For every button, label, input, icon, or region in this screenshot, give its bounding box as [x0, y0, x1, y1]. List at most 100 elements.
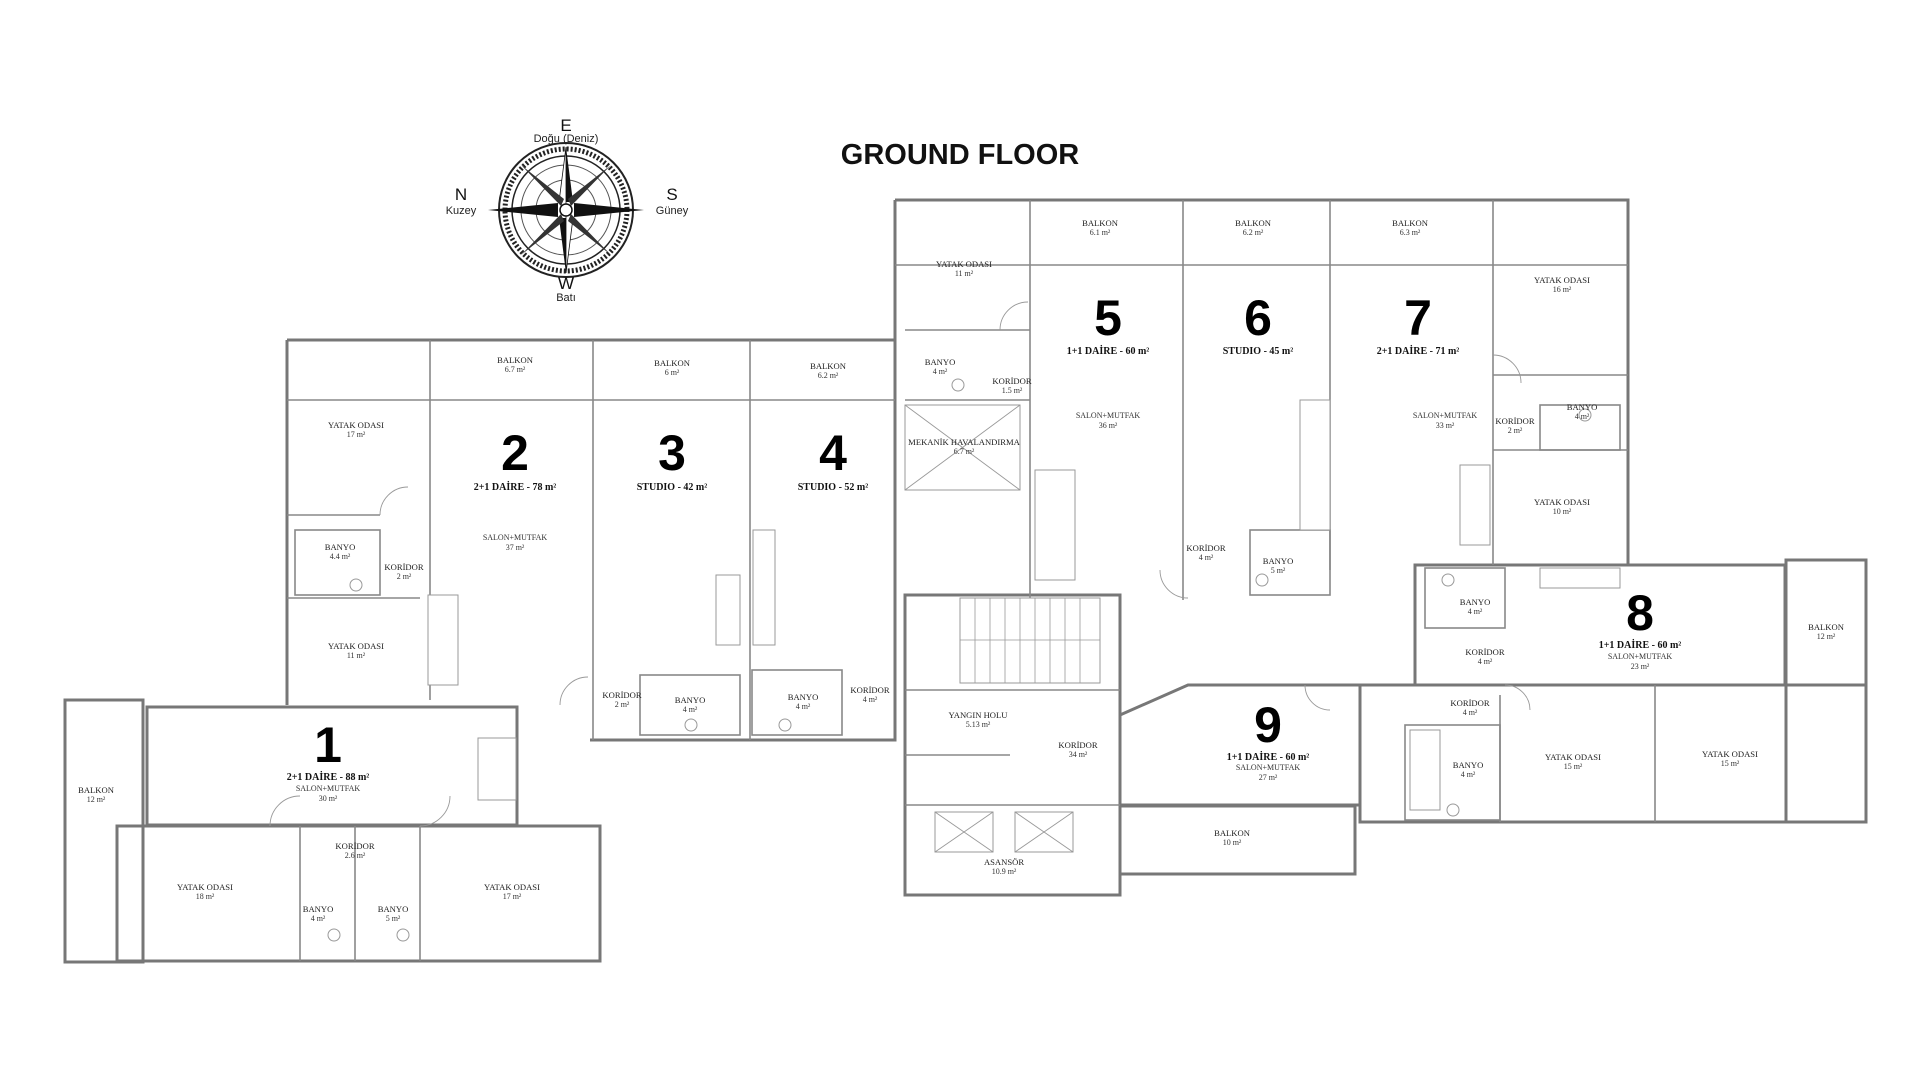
compass-south-letter: S	[666, 185, 677, 204]
room-area: 36 m²	[1099, 421, 1118, 430]
room-name: ASANSÖR	[984, 857, 1024, 867]
unit-label: 2+1 DAİRE - 71 m²	[1377, 345, 1460, 357]
room-name: BANYO	[1567, 402, 1598, 412]
room-area: 2 m²	[1508, 426, 1523, 435]
room-name: KORİDOR	[335, 841, 374, 851]
room-area: 11 m²	[955, 269, 974, 278]
room-area: 5 m²	[1271, 566, 1286, 575]
room-name: KORİDOR	[602, 690, 641, 700]
unit-1: 1 2+1 DAİRE - 88 m² SALON+MUTFAK 30 m²	[287, 717, 370, 803]
room-name: YATAK ODASI	[484, 882, 540, 892]
room-area: 27 m²	[1259, 773, 1278, 782]
unit-label: 1+1 DAİRE - 60 m²	[1599, 639, 1682, 651]
room-name: YATAK ODASI	[1545, 752, 1601, 762]
room-area: 30 m²	[319, 794, 338, 803]
room-name: KORİDOR	[1465, 647, 1504, 657]
room-area: 12 m²	[87, 795, 106, 804]
room-name: BANYO	[325, 542, 356, 552]
room-name: YATAK ODASI	[1534, 497, 1590, 507]
room-area: 4 m²	[1199, 553, 1214, 562]
unit-label: 1+1 DAİRE - 60 m²	[1067, 345, 1150, 357]
room-name: BANYO	[675, 695, 706, 705]
unit-8: 8 1+1 DAİRE - 60 m² SALON+MUTFAK 23 m²	[1599, 585, 1682, 671]
room-name: BALKON	[654, 358, 691, 368]
room-area: 5.13 m²	[966, 720, 991, 729]
unit-number: 6	[1244, 290, 1272, 346]
unit-label: STUDIO - 52 m²	[798, 482, 869, 493]
room-name: SALON+MUTFAK	[1236, 763, 1301, 772]
room-name: BALKON	[1082, 218, 1119, 228]
room-name: BANYO	[1460, 597, 1491, 607]
room-name: BALKON	[1808, 622, 1845, 632]
room-name: BALKON	[1392, 218, 1429, 228]
room-area: 6.2 m²	[818, 371, 839, 380]
building-walls	[63, 198, 1868, 964]
room-name: BALKON	[497, 355, 534, 365]
unit-number: 3	[658, 425, 686, 481]
room-area: 2 m²	[615, 700, 630, 709]
room-name: YATAK ODASI	[1702, 749, 1758, 759]
room-area: 4 m²	[683, 705, 698, 714]
room-name: YATAK ODASI	[1534, 275, 1590, 285]
room-name: KORİDOR	[850, 685, 889, 695]
room-area: 4 m²	[1468, 607, 1483, 616]
unit-9: 9 1+1 DAİRE - 60 m² SALON+MUTFAK 27 m²	[1227, 697, 1310, 782]
unit-6: 6 STUDIO - 45 m²	[1223, 290, 1294, 357]
compass-west-label: Batı	[556, 292, 576, 304]
unit-label: 2+1 DAİRE - 88 m²	[287, 771, 370, 783]
room-area: 4 m²	[1575, 412, 1590, 421]
room-area: 4 m²	[1461, 770, 1476, 779]
unit-number: 8	[1626, 585, 1654, 641]
room-name: YATAK ODASI	[328, 641, 384, 651]
room-name: BALKON	[78, 785, 115, 795]
room-area: 6 m²	[665, 368, 680, 377]
compass-north-label: Kuzey	[446, 205, 477, 217]
room-area: 34 m²	[1069, 750, 1088, 759]
room-area: 4 m²	[933, 367, 948, 376]
compass-east-letter: E	[560, 116, 571, 135]
room-name: SALON+MUTFAK	[296, 784, 361, 793]
room-name: KORİDOR	[1495, 416, 1534, 426]
room-area: 15 m²	[1564, 762, 1583, 771]
room-name: BANYO	[303, 904, 334, 914]
room-area: 10.9 m²	[992, 867, 1017, 876]
room-area: 15 m²	[1721, 759, 1740, 768]
room-name: SALON+MUTFAK	[483, 533, 548, 542]
compass-north-letter: N	[455, 185, 467, 204]
compass-south-label: Güney	[656, 205, 689, 217]
room-name: MEKANİK HAVALANDIRMA	[908, 437, 1020, 447]
room-area: 4 m²	[796, 702, 811, 711]
unit-label: 1+1 DAİRE - 60 m²	[1227, 751, 1310, 763]
unit-number: 1	[314, 717, 342, 773]
page-title: GROUND FLOOR	[841, 139, 1079, 171]
unit-number: 9	[1254, 697, 1282, 753]
unit-2: 2 2+1 DAİRE - 78 m² SALON+MUTFAK 37 m²	[474, 425, 557, 552]
room-area: 4 m²	[1478, 657, 1493, 666]
unit-number: 2	[501, 425, 529, 481]
room-labels: BALKON 6.7 m² BALKON 6 m² BALKON 6.2 m² …	[78, 218, 1845, 923]
unit-number: 5	[1094, 290, 1122, 346]
room-area: 6.1 m²	[1090, 228, 1111, 237]
room-area: 18 m²	[196, 892, 215, 901]
room-area: 5 m²	[386, 914, 401, 923]
room-area: 37 m²	[506, 543, 525, 552]
room-area: 4 m²	[863, 695, 878, 704]
room-area: 1.5 m²	[1002, 386, 1023, 395]
room-area: 4 m²	[311, 914, 326, 923]
room-area: 6.3 m²	[1400, 228, 1421, 237]
unit-number: 7	[1404, 290, 1432, 346]
room-area: 2.6 m²	[345, 851, 366, 860]
unit-4: 4 STUDIO - 52 m²	[798, 425, 869, 493]
room-name: SALON+MUTFAK	[1413, 411, 1478, 420]
unit-label: STUDIO - 45 m²	[1223, 346, 1294, 357]
room-name: YATAK ODASI	[936, 259, 992, 269]
unit-number: 4	[819, 425, 847, 481]
room-area: 33 m²	[1436, 421, 1455, 430]
room-name: BALKON	[810, 361, 847, 371]
unit-7: 7 2+1 DAİRE - 71 m² SALON+MUTFAK 33 m²	[1377, 290, 1478, 430]
compass-rose-icon	[488, 142, 644, 278]
room-area: 10 m²	[1223, 838, 1242, 847]
room-area: 10 m²	[1553, 507, 1572, 516]
room-area: 17 m²	[503, 892, 522, 901]
